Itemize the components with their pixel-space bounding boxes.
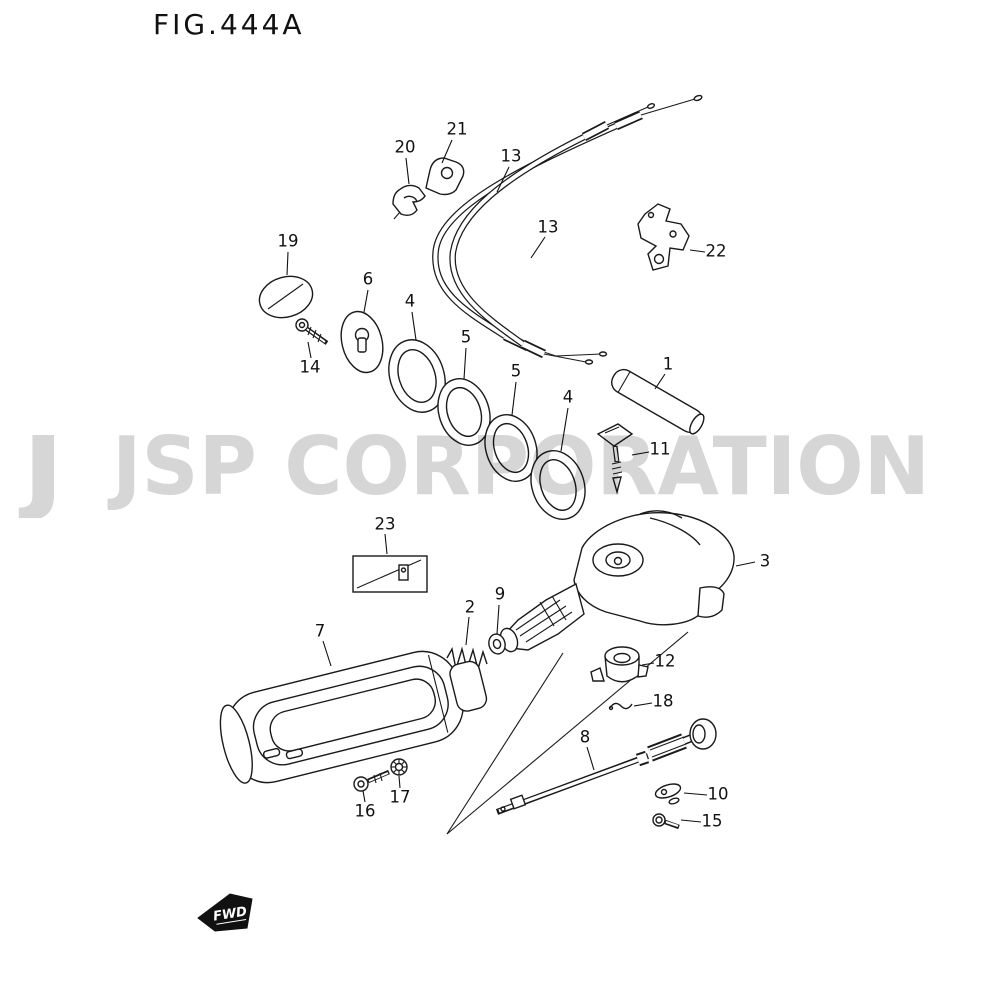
vent-screw-11	[596, 423, 634, 495]
part-label-19: 19	[278, 232, 299, 251]
part-label-18: 18	[653, 692, 674, 711]
leader-line-12	[641, 662, 655, 666]
lock-nut-17	[390, 758, 408, 776]
part-label-9: 9	[495, 585, 506, 604]
bolt-16	[353, 769, 390, 792]
ring-4-b	[530, 450, 586, 520]
part-label-13: 13	[538, 218, 559, 237]
leader-line-9	[496, 604, 500, 635]
throttle-shaft-8	[495, 718, 717, 815]
part-label-17: 17	[390, 788, 411, 807]
bolt-15	[652, 813, 680, 830]
leader-line-7	[322, 640, 332, 667]
part-label-5: 5	[511, 362, 522, 381]
leader-line-13	[530, 236, 546, 259]
part-label-7: 7	[315, 622, 326, 641]
leader-line-19	[286, 251, 289, 276]
leader-line-21	[441, 139, 453, 164]
part-label-16: 16	[355, 802, 376, 821]
tiller-grip-7	[219, 650, 488, 784]
leader-line-22	[689, 249, 706, 253]
part-label-5: 5	[461, 328, 472, 347]
part-label-8: 8	[580, 728, 591, 747]
part-label-23: 23	[375, 515, 396, 534]
part-label-22: 22	[706, 242, 727, 261]
leader-line-13	[496, 166, 510, 193]
leader-line-20	[405, 157, 410, 185]
leader-line-11	[631, 451, 650, 456]
fwd-label: FWD	[212, 904, 248, 924]
fwd-arrow: FWD	[197, 893, 253, 932]
handle-bracket-3	[499, 510, 735, 653]
clamp-12	[590, 646, 649, 683]
leader-line-14	[307, 341, 312, 359]
clip-18	[608, 702, 633, 711]
part-label-21: 21	[447, 120, 468, 139]
assembly-guide-lines	[446, 631, 689, 835]
bushing-9	[488, 633, 506, 655]
ring-5-a	[437, 378, 491, 446]
ring-5-b	[484, 414, 538, 482]
throttle-cable-13-b	[449, 103, 656, 365]
grip-cap-19	[258, 275, 314, 319]
cable-bracket-21	[425, 157, 465, 196]
cable-clamp-20	[392, 184, 426, 220]
leader-line-1	[654, 373, 666, 390]
part-label-4: 4	[563, 388, 574, 407]
leader-line-10	[683, 792, 708, 796]
leader-line-15	[680, 819, 702, 823]
leader-line-18	[633, 702, 653, 707]
leader-line-5	[463, 347, 467, 380]
leader-line-2	[465, 616, 470, 646]
part-label-10: 10	[708, 785, 729, 804]
washer-10	[654, 783, 682, 805]
leader-line-23	[384, 533, 388, 555]
part-label-6: 6	[363, 270, 374, 289]
part-label-15: 15	[702, 812, 723, 831]
part-label-4: 4	[405, 292, 416, 311]
leader-line-4	[411, 311, 417, 341]
part-label-12: 12	[655, 652, 676, 671]
figure-title: FIG.444A	[153, 8, 305, 41]
leader-line-8	[586, 746, 595, 771]
cable-bracket-22	[637, 203, 690, 271]
part-label-13: 13	[501, 147, 522, 166]
leader-line-6	[363, 289, 369, 313]
caution-label-23	[352, 555, 428, 593]
friction-plate-6	[340, 310, 384, 374]
ring-4-a	[388, 339, 446, 413]
part-label-3: 3	[760, 552, 771, 571]
part-label-20: 20	[395, 138, 416, 157]
part-label-1: 1	[663, 355, 674, 374]
leader-line-16	[362, 790, 366, 803]
leader-line-17	[398, 775, 401, 789]
leader-line-5	[511, 381, 517, 416]
part-label-11: 11	[650, 440, 671, 459]
screw-14	[295, 318, 329, 345]
leader-line-4	[560, 407, 569, 452]
part-label-2: 2	[465, 598, 476, 617]
tube-1	[611, 368, 705, 435]
part-label-14: 14	[300, 358, 321, 377]
leader-line-3	[735, 561, 756, 567]
